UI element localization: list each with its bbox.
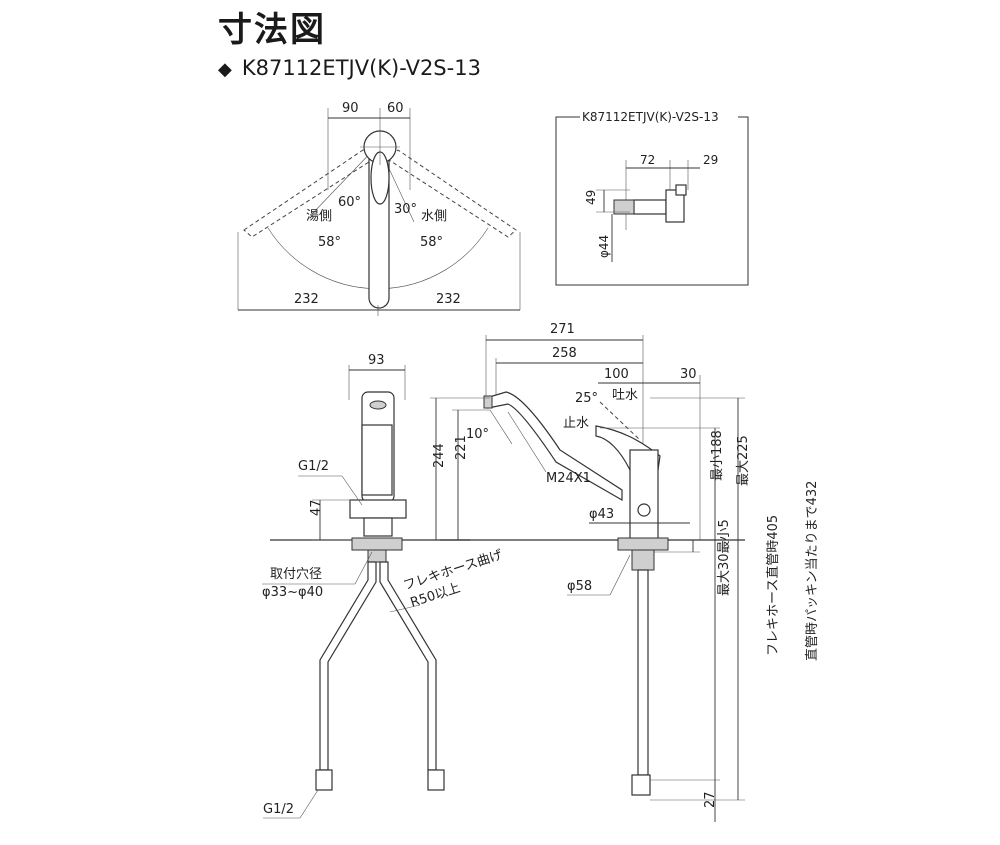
model-number: K87112ETJV(K)-V2S-13 [241, 56, 481, 80]
dim-244: 244 [432, 443, 447, 468]
dim-dia58: φ58 [567, 579, 592, 594]
model-heading: ◆ K87112ETJV(K)-V2S-13 [218, 56, 481, 80]
angle-10: 10° [466, 427, 489, 442]
dim-93: 93 [368, 353, 385, 368]
max-225-label: 最大225 [736, 435, 751, 486]
dim-232-right: 232 [436, 292, 461, 307]
max-counter-label: 最大30最小5 [717, 519, 732, 596]
angle-60: 60° [338, 195, 361, 210]
front-view: 93 G1/2 47 取付穴径 φ33~φ40 フレキホース曲げ R50 [262, 353, 505, 819]
dim-60: 60 [387, 101, 404, 116]
min-188-label: 最小188 [710, 430, 725, 481]
dim-29: 29 [703, 153, 718, 167]
dim-47: 47 [309, 499, 324, 516]
stop-label: 止水 [563, 416, 589, 431]
thread-bottom-label: G1/2 [263, 802, 294, 817]
inset-box: K87112ETJV(K)-V2S-13 72 29 49 φ44 [555, 110, 749, 286]
angle-58-right: 58° [420, 235, 443, 250]
angle-58-left: 58° [318, 235, 341, 250]
thread-m24-label: M24X1 [546, 471, 591, 486]
dim-49: 49 [584, 190, 598, 205]
dim-72: 72 [640, 153, 655, 167]
dim-221: 221 [454, 435, 469, 460]
angle-30: 30° [394, 202, 417, 217]
dim-90: 90 [342, 101, 359, 116]
hot-side-label: 湯側 [306, 209, 332, 224]
page-title: 寸法図 [218, 10, 326, 50]
mount-hole-size: φ33~φ40 [262, 585, 323, 600]
dim-100: 100 [604, 367, 629, 382]
spout-label: 吐水 [612, 388, 638, 403]
dim-30: 30 [680, 367, 697, 382]
dim-232-left: 232 [294, 292, 319, 307]
angle-25: 25° [575, 391, 598, 406]
dim-dia44: φ44 [597, 235, 611, 258]
dim-258: 258 [552, 346, 577, 361]
dim-271: 271 [550, 322, 575, 337]
straight-packing-label: 直管時パッキン当たりまで432 [805, 481, 820, 661]
top-view: 90 60 60° 30° 湯側 水側 58° 58° 232 232 [237, 101, 521, 316]
thread-top-label: G1/2 [298, 459, 329, 474]
side-view: 271 258 100 30 25° 吐水 止水 244 221 10° M24… [430, 322, 820, 822]
mount-hole-label: 取付穴径 [270, 567, 322, 582]
diamond-bullet-icon: ◆ [218, 59, 232, 80]
inset-label: K87112ETJV(K)-V2S-13 [582, 110, 719, 124]
cold-side-label: 水側 [421, 209, 447, 224]
dim-27: 27 [703, 791, 718, 808]
hose-straight-label: フレキホース直管時405 [766, 515, 781, 656]
dim-dia43: φ43 [589, 507, 614, 522]
